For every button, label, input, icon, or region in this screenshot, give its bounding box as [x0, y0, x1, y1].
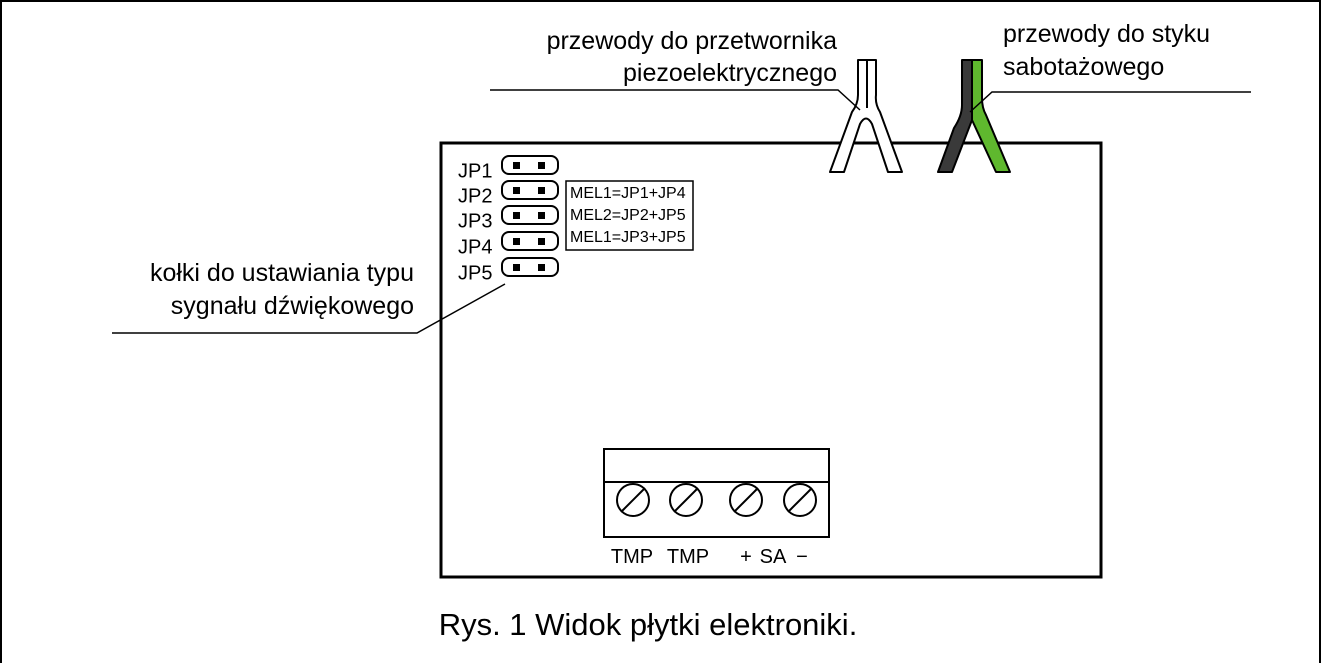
- pins-leader-line: [112, 283, 506, 334]
- jumper-pins: [501, 257, 559, 277]
- jumper-row-jp4: JP4: [458, 231, 559, 258]
- screw-terminal: [616, 483, 650, 517]
- tamper-label-line1: przewody do styku: [1003, 20, 1210, 48]
- piezo-label-line2: piezoelektrycznego: [623, 59, 837, 87]
- jumper-row-jp1: JP1: [458, 155, 559, 182]
- jumper-label: JP4: [458, 236, 492, 258]
- jumper-block: JP1 JP2 JP3 JP4 JP5: [458, 155, 559, 284]
- terminal-label-plus: +: [740, 546, 752, 568]
- jumper-pins: [501, 155, 559, 175]
- jumper-label: JP2: [458, 185, 492, 207]
- screw-terminal: [729, 483, 763, 517]
- jumper-label: JP5: [458, 262, 492, 284]
- tamper-label-line2: sabotażowego: [1003, 53, 1164, 81]
- pins-label-line2: sygnału dźwiękowego: [171, 292, 414, 320]
- terminal-block: TMP TMP + SA −: [603, 448, 830, 568]
- jumper-pins: [501, 231, 559, 251]
- jumper-pins: [501, 205, 559, 225]
- jumper-label: JP1: [458, 160, 492, 182]
- melody-legend-box: [565, 180, 694, 251]
- jumper-row-jp5: JP5: [458, 257, 559, 284]
- screw-terminal: [783, 483, 817, 517]
- melody-entry: MEL2=JP2+JP5: [570, 207, 686, 224]
- piezo-label-line1: przewody do przetwornika: [547, 27, 838, 55]
- pins-label-line1: kołki do ustawiania typu: [150, 259, 414, 287]
- tamper-leader-line: [969, 91, 1251, 113]
- terminal-label-minus: −: [796, 546, 808, 568]
- melody-entry: MEL1=JP1+JP4: [570, 185, 686, 202]
- screw-terminal: [669, 483, 703, 517]
- figure-caption: Rys. 1 Widok płytki elektroniki.: [439, 607, 858, 642]
- terminal-label-tmp: TMP: [611, 546, 653, 568]
- jumper-row-jp3: JP3: [458, 205, 559, 232]
- melody-entry: MEL1=JP3+JP5: [570, 229, 686, 246]
- terminal-label-tmp: TMP: [667, 546, 709, 568]
- tamper-wires: [937, 59, 1011, 173]
- jumper-label: JP3: [458, 210, 492, 232]
- piezo-leader-line: [490, 89, 861, 111]
- jumper-pins: [501, 180, 559, 200]
- melody-legend: MEL1=JP1+JP4 MEL2=JP2+JP5 MEL1=JP3+JP5: [565, 180, 694, 251]
- jumper-row-jp2: JP2: [458, 180, 559, 207]
- piezo-wires: [829, 59, 903, 173]
- terminal-label-sa: SA: [760, 546, 787, 568]
